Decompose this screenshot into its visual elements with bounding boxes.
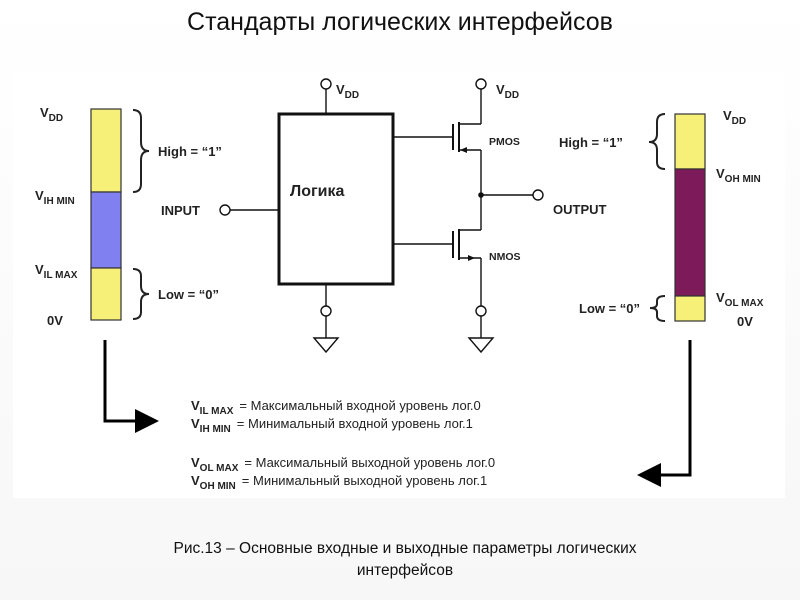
output-low-band xyxy=(674,295,706,322)
logic-interface-diagram: VDD VIH MIN VIL MAX 0V High = “1” Low = … xyxy=(13,72,785,498)
slide-title: Стандарты логических интерфейсов xyxy=(187,8,613,36)
output-high-brace xyxy=(648,113,666,170)
pmos-vdd-terminal xyxy=(475,78,487,90)
input-low-band xyxy=(90,267,122,321)
input-vdd-label: VDD xyxy=(40,105,63,124)
legend-item: VOL MAX= Максимальный выходной уровень л… xyxy=(191,455,495,474)
output-arrow xyxy=(637,340,692,487)
input-label: INPUT xyxy=(161,203,200,218)
diagram-canvas: VDD VIH MIN VIL MAX 0V High = “1” Low = … xyxy=(35,78,764,492)
input-vih-min-label: VIH MIN xyxy=(35,188,75,207)
legend-item: VIH MIN= Минимальный входной уровень лог… xyxy=(191,416,473,435)
input-low-label: Low = “0” xyxy=(158,287,219,302)
input-terminal xyxy=(219,204,231,216)
logic-label: Логика xyxy=(290,183,345,200)
nmos-ground-icon xyxy=(467,337,495,354)
pmos-label: PMOS xyxy=(489,136,520,148)
legend: VIL MAX= Максимальный входной уровень ло… xyxy=(191,398,495,492)
logic-ground-icon xyxy=(312,337,340,354)
pmos-vdd-label: VDD xyxy=(496,82,519,101)
cmos-output-stage: VDD PMOS OUTPUT NMOS xyxy=(393,78,607,354)
output-voh-min-label: VOH MIN xyxy=(716,166,761,185)
output-vdd-label: VDD xyxy=(723,108,746,127)
output-low-label: Low = “0” xyxy=(579,301,640,316)
logic-block: Логика VDD INPUT xyxy=(161,78,395,354)
logic-vdd-terminal xyxy=(320,78,332,90)
output-high-label: High = “1” xyxy=(559,135,623,150)
nmos-ground-terminal xyxy=(475,305,487,317)
output-high-band xyxy=(674,113,706,170)
output-vol-max-label: VOL MAX xyxy=(716,290,764,309)
input-high-brace xyxy=(132,109,150,193)
input-low-brace xyxy=(132,268,150,320)
output-voltage-scale: VDD VOH MIN VOL MAX 0V High = “1” Low = … xyxy=(559,108,764,329)
caption-line-1: Рис.13 – Основные входные и выходные пар… xyxy=(173,540,637,557)
output-label: OUTPUT xyxy=(553,202,607,217)
output-terminal xyxy=(532,189,544,201)
input-zero-label: 0V xyxy=(47,313,63,328)
output-low-brace xyxy=(649,295,666,322)
output-zero-label: 0V xyxy=(737,314,753,329)
legend-item: VOH MIN= Минимальный выходной уровень ло… xyxy=(191,473,487,492)
legend-item: VIL MAX= Максимальный входной уровень ло… xyxy=(191,398,481,417)
input-vil-max-label: VIL MAX xyxy=(35,262,78,281)
output-undefined-band xyxy=(674,168,706,297)
input-high-label: High = “1” xyxy=(158,144,222,159)
logic-ground-terminal xyxy=(320,305,332,317)
input-voltage-scale: VDD VIH MIN VIL MAX 0V High = “1” Low = … xyxy=(35,105,222,328)
figure-caption: Рис.13 – Основные входные и выходные пар… xyxy=(100,538,710,582)
input-arrow xyxy=(103,340,159,433)
input-high-band xyxy=(90,108,122,193)
input-undefined-band xyxy=(90,191,122,269)
nmos-label: NMOS xyxy=(489,251,521,263)
caption-line-2: интерфейсов xyxy=(356,562,454,579)
logic-vdd-label: VDD xyxy=(336,82,359,101)
